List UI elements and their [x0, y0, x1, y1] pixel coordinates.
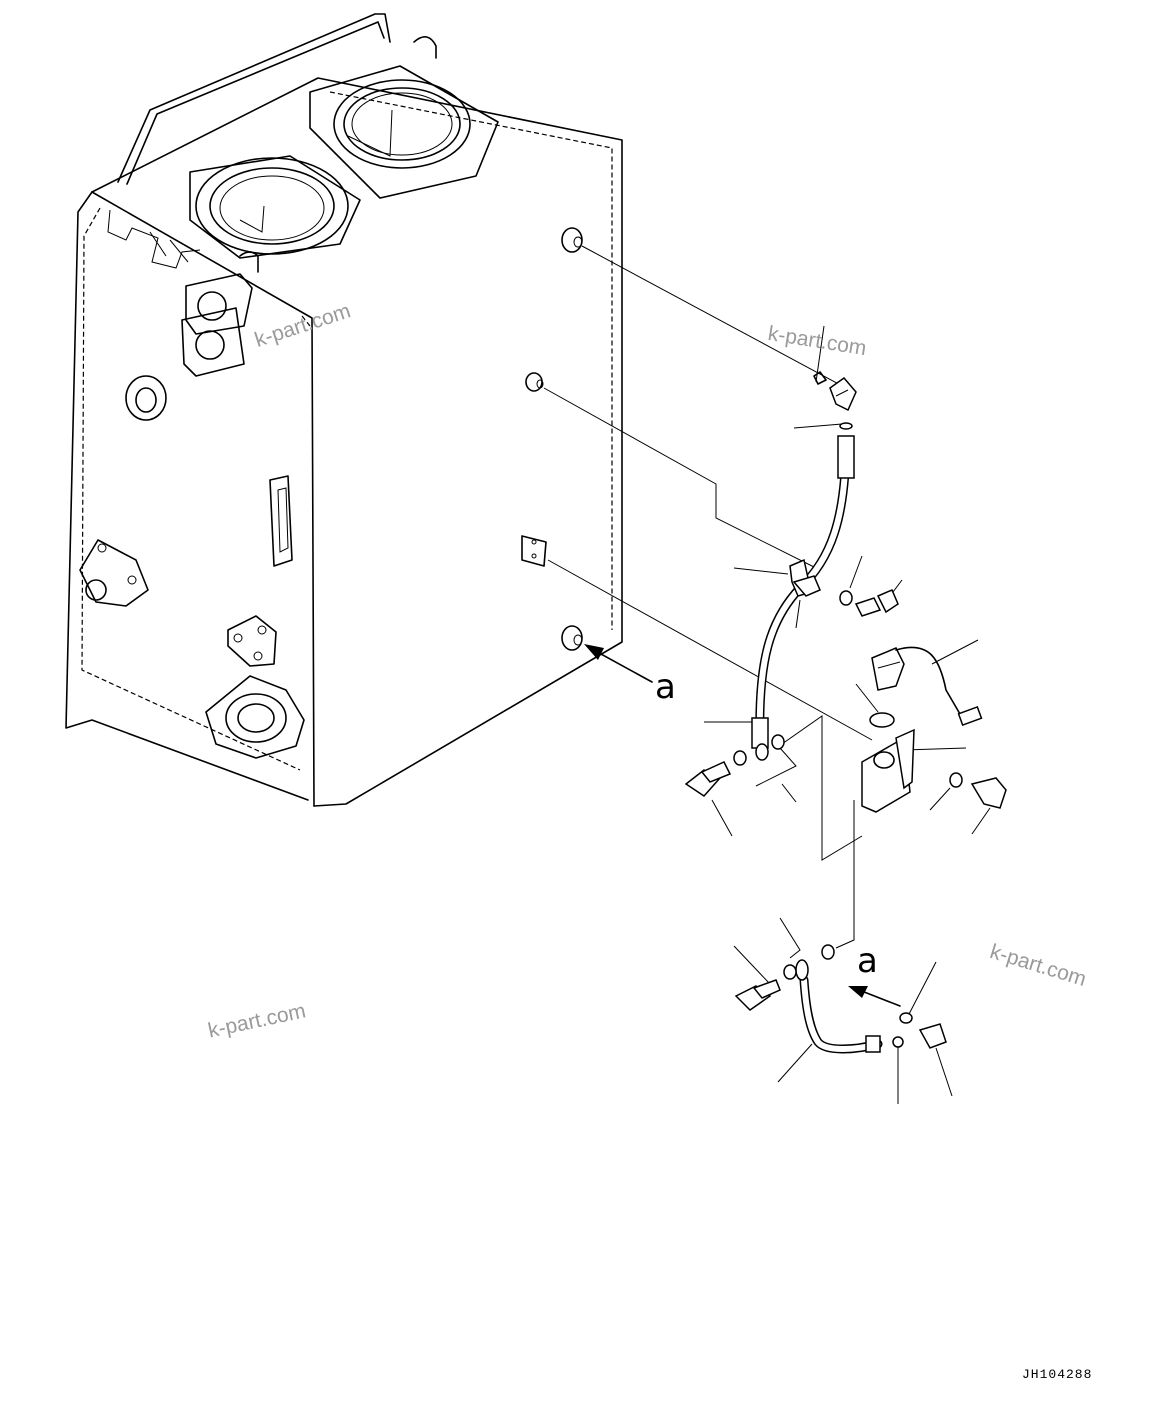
view-arrows: [584, 644, 901, 1007]
leader-lines: [543, 245, 991, 1104]
view-label-a: a: [655, 667, 676, 707]
sensor-block: [861, 646, 983, 813]
drawing-code: JH104288: [1022, 1367, 1093, 1382]
upper-hose-assembly: [684, 371, 1007, 809]
view-label-a: a: [857, 941, 878, 981]
hydraulic-tank: [65, 13, 623, 807]
lower-hose-assembly: [734, 944, 947, 1054]
